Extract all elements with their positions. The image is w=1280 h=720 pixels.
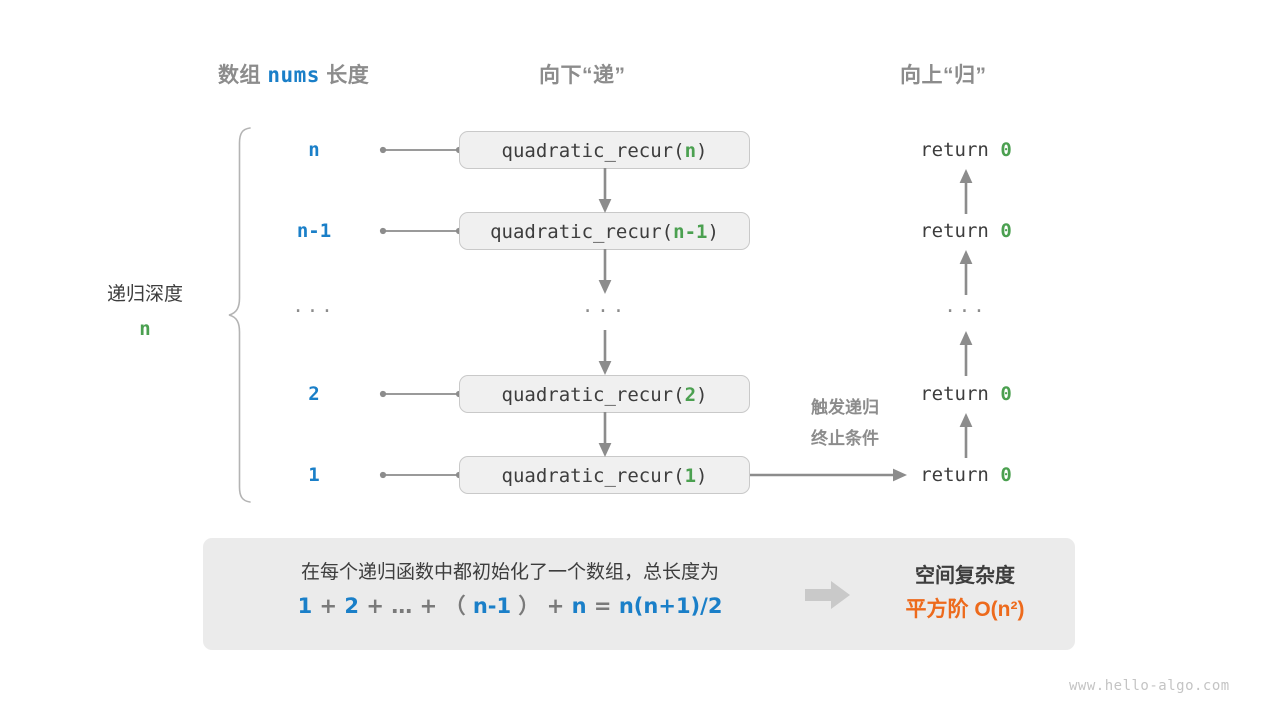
formula-token-6: （ [444, 594, 466, 618]
return-row-1: return 0 [866, 220, 1066, 242]
connector-line-row-3 [378, 387, 464, 401]
array-length-row-0: n [308, 139, 320, 161]
call-box-row-3-paren-close: ) [696, 384, 708, 406]
return-row-4: return 0 [866, 464, 1066, 486]
return-row-0-keyword: return [920, 139, 989, 161]
header-array-length-suffix: 长度 [326, 64, 370, 87]
return-row-1-value: 0 [1000, 220, 1012, 242]
call-box-row-1-paren-open: ( [661, 221, 674, 243]
connector-line-row-0 [378, 143, 464, 157]
call-box-row-0-arg: n [684, 140, 697, 162]
call-box-row-0[interactable]: quadratic_recur(n) [459, 131, 750, 169]
ascend-arrow-3-icon [957, 412, 975, 458]
call-box-row-1-arg: n-1 [673, 221, 708, 243]
recursion-depth-value: n [139, 318, 151, 340]
return-row-1-keyword: return [920, 220, 989, 242]
formula-token-11: = [593, 594, 612, 618]
call-box-row-2-ellipsis: ··· [581, 300, 629, 322]
formula-token-10: n [571, 594, 587, 618]
array-length-row-4: 1 [308, 464, 320, 486]
return-row-0: return 0 [866, 139, 1066, 161]
descend-arrow-1-icon [596, 249, 614, 295]
descend-arrow-0-icon [596, 168, 614, 214]
formula-token-8: ） [518, 594, 540, 618]
call-box-row-3-arg: 2 [684, 384, 697, 406]
formula-token-1: + [319, 594, 338, 618]
call-box-row-4-name: quadratic_recur [501, 465, 674, 487]
header-descend: 向下“递” [539, 64, 626, 87]
call-box-row-4[interactable]: quadratic_recur(1) [459, 456, 750, 494]
array-length-row-3: 2 [308, 383, 320, 405]
return-row-3: return 0 [866, 383, 1066, 405]
terminate-condition-line2: 终止条件 [811, 429, 879, 448]
right-arrow-icon [805, 580, 851, 610]
descend-arrow-2-icon [596, 330, 614, 376]
call-box-row-1[interactable]: quadratic_recur(n-1) [459, 212, 750, 250]
call-box-row-0-paren-open: ( [673, 140, 685, 162]
return-row-4-value: 0 [1000, 464, 1012, 486]
connector-line-row-1 [378, 224, 464, 238]
recursion-depth-text: 递归深度 [106, 284, 183, 305]
recursion-depth-label: 递归深度 n [55, 278, 235, 346]
call-box-row-4-paren-open: ( [673, 465, 685, 487]
array-length-row-1: n-1 [296, 220, 332, 242]
return-row-2-ellipsis: ··· [944, 300, 988, 322]
return-row-3-keyword: return [920, 383, 989, 405]
connector-line-row-4 [378, 468, 464, 482]
terminate-condition-note: 触发递归 终止条件 [770, 392, 920, 454]
formula-token-9: + [546, 594, 565, 618]
ascend-arrow-1-icon [957, 249, 975, 295]
formula-token-12: n(n+1)/2 [618, 594, 723, 618]
call-box-row-4-arg: 1 [684, 465, 697, 487]
call-box-row-3-name: quadratic_recur [501, 384, 674, 406]
array-length-row-2-ellipsis: ··· [292, 300, 336, 322]
summary-left-block: 在每个递归函数中都初始化了一个数组，总长度为 1 + 2 + … + （ n-1… [220, 558, 800, 624]
return-row-0-value: 0 [1000, 139, 1012, 161]
call-box-row-0-name: quadratic_recur [501, 140, 674, 162]
terminate-condition-line1: 触发递归 [811, 398, 879, 417]
complexity-title: 空间复杂度 [915, 565, 1015, 587]
formula-token-0: 1 [297, 594, 313, 618]
formula-token-2: 2 [344, 594, 360, 618]
ascend-arrow-0-icon [957, 168, 975, 214]
descend-arrow-3-icon [596, 412, 614, 458]
formula-token-3: + [366, 594, 384, 618]
header-array-length-var: nums [267, 63, 320, 87]
watermark: www.hello-algo.com [1069, 678, 1230, 694]
formula-token-7: n-1 [472, 594, 512, 618]
summary-description: 在每个递归函数中都初始化了一个数组，总长度为 [300, 562, 719, 583]
formula-token-5: + [419, 594, 438, 618]
call-box-row-3[interactable]: quadratic_recur(2) [459, 375, 750, 413]
header-array-length-prefix: 数组 [218, 64, 261, 87]
complexity-value: 平方阶 O(n²) [905, 598, 1025, 621]
depth-brace-icon [226, 126, 252, 504]
call-box-row-4-paren-close: ) [696, 465, 708, 487]
call-box-row-3-paren-open: ( [673, 384, 685, 406]
header-array-length: 数组 nums 长度 [218, 59, 369, 89]
return-row-4-keyword: return [920, 464, 989, 486]
call-box-row-1-paren-close: ) [707, 221, 719, 243]
ascend-arrow-2-icon [957, 330, 975, 376]
summary-formula: 1 + 2 + … + （ n-1 ） + n = n(n+1)/2 [220, 588, 800, 624]
return-row-3-value: 0 [1000, 383, 1012, 405]
base-case-arrow-icon [750, 466, 908, 484]
header-ascend: 向上“归” [900, 64, 987, 87]
summary-panel [203, 538, 1075, 650]
call-box-row-0-paren-close: ) [696, 140, 708, 162]
call-box-row-1-name: quadratic_recur [490, 221, 662, 243]
formula-token-4: … [391, 594, 413, 618]
summary-right-block: 空间复杂度 平方阶 O(n²) [850, 560, 1080, 628]
